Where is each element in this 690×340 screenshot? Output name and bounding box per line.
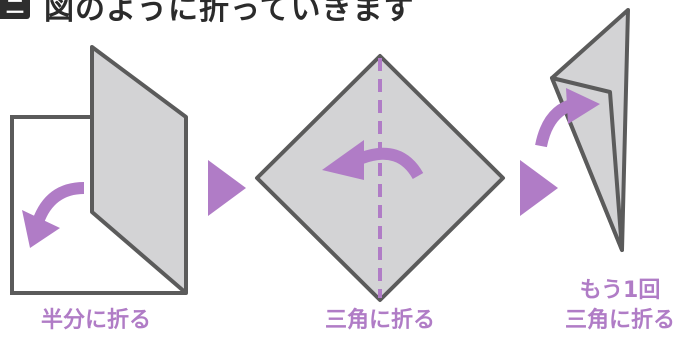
step3-caption-line2: 三角に折る — [564, 308, 675, 333]
curved-arrow-icon — [359, 147, 424, 180]
step1-figure — [10, 45, 188, 295]
step1-caption: 半分に折る — [40, 308, 151, 333]
triangle-arrow-icon — [208, 160, 246, 216]
arrowhead-icon — [22, 210, 60, 248]
step3-caption-line1: もう1回 — [579, 278, 661, 303]
step3-figure — [535, 8, 630, 252]
curved-arrow-icon — [32, 182, 85, 225]
arrowhead-icon — [322, 140, 364, 180]
step1-folded-flap — [90, 45, 188, 295]
step2-caption: 三角に折る — [324, 308, 435, 333]
triangle-arrow-icon — [520, 160, 558, 216]
step2-diamond — [255, 54, 505, 302]
step2-figure — [255, 54, 505, 302]
arrowhead-icon — [566, 88, 600, 124]
header: 二 図のように折っていきます — [0, 0, 415, 27]
page-title: 図のように折っていきます — [44, 0, 415, 27]
step-badge: 二 — [0, 0, 30, 19]
step3-caption: もう1回 三角に折る — [555, 276, 685, 336]
